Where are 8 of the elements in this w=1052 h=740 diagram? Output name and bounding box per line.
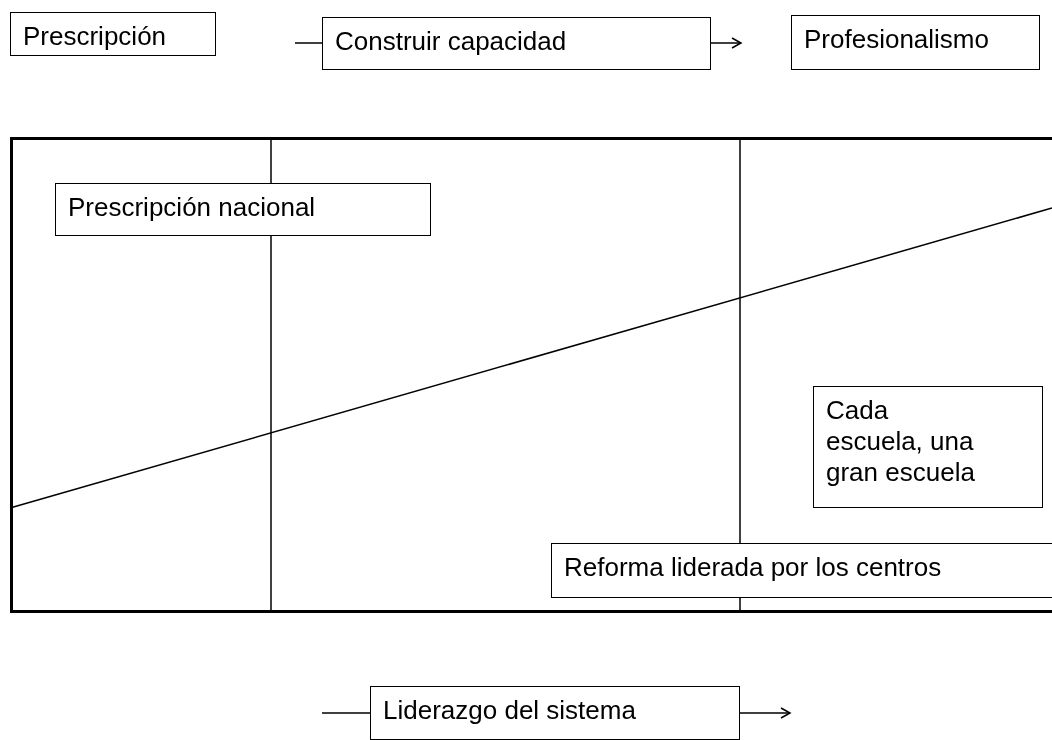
text-box: Prescripción nacional [55,183,431,236]
text-box: Profesionalismo [791,15,1040,70]
text-box: Prescripción [10,12,216,56]
frame-box [10,137,1052,613]
text-box: Cada escuela, una gran escuela [813,386,1043,508]
text-box: Construir capacidad [322,17,711,70]
text-box: Reforma liderada por los centros [551,543,1052,598]
text-box: Liderazgo del sistema [370,686,740,740]
